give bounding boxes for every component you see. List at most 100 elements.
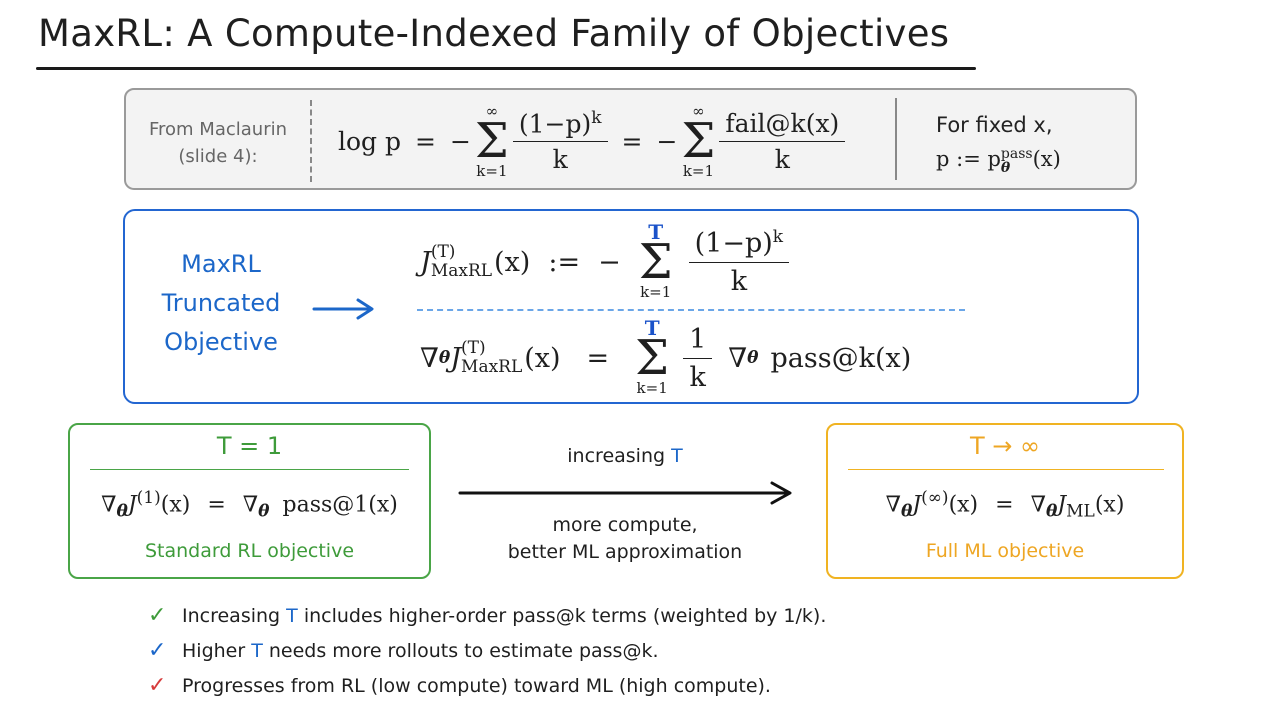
equals-sign: = — [415, 126, 436, 156]
bullet-prefix: Higher — [182, 639, 246, 662]
frac-denominator: k — [688, 262, 790, 297]
theta-subscript: θ — [438, 348, 451, 368]
t-equals-1-box — [68, 423, 431, 579]
maxrl-truncated-label: MaxRL Truncated Objective — [140, 245, 302, 362]
maxrl-objective-box — [123, 209, 1139, 404]
t-equals-1-heading: T = 1 — [216, 432, 283, 460]
sum-upper-limit: ∞ — [485, 102, 499, 120]
bullet-text: includes higher-order pass@k terms (weig… — [303, 604, 827, 627]
maxrl-definition-equation: J (T) MaxRL (x) := − T Σ k=1 (1−p)k k — [420, 220, 790, 302]
maxrl-label-line3: Objective — [164, 328, 278, 356]
t-highlight: T — [251, 639, 263, 662]
frac2-numerator: fail@k(x) — [725, 108, 840, 138]
green-divider — [90, 469, 409, 470]
t-highlight: T — [286, 604, 298, 627]
J-symbol: J — [420, 246, 431, 278]
theta-subscript-2: θ — [1045, 501, 1058, 522]
equals-sign: = — [207, 492, 226, 518]
maclaurin-note: From Maclaurin (slide 4): — [132, 116, 304, 170]
one-superscript: (1) — [136, 488, 161, 508]
sum-lower-limit: k=1 — [636, 379, 668, 397]
assign-sign: := — [548, 246, 581, 278]
increasing-text: increasing — [567, 445, 666, 467]
frac2-denominator: k — [719, 140, 846, 174]
frac-numerator: 1 — [689, 323, 707, 355]
frac-numerator: (1−p) — [694, 228, 773, 259]
bullet-text: Progresses from RL (low compute) toward … — [182, 674, 771, 697]
truncated-sum: T Σ k=1 — [638, 220, 673, 301]
sum-lower-limit: k=1 — [640, 283, 672, 301]
t-infinity-heading: T → ∞ — [969, 432, 1041, 460]
more-compute-caption: more compute, better ML approximation — [460, 512, 790, 566]
full-ml-caption: Full ML objective — [925, 540, 1085, 562]
fraction-one-over-k: 1 k — [683, 323, 713, 393]
equals-sign: = — [995, 492, 1014, 518]
dashed-separator — [310, 100, 312, 182]
t-highlight: T — [671, 445, 683, 467]
pass-superscript: pass — [1000, 145, 1033, 162]
checkmark-icon: ✓ — [148, 603, 167, 628]
frac-denominator: k — [683, 357, 713, 393]
solid-separator — [895, 98, 897, 180]
maclaurin-note-line1: From Maclaurin — [148, 119, 288, 140]
truncated-sum: T Σ k=1 — [635, 316, 670, 397]
bullet-progresses: ✓ Progresses from RL (low compute) towar… — [148, 673, 771, 698]
x-argument: (x) — [160, 492, 191, 518]
fixed-x-line1: For fixed x, — [936, 113, 1053, 137]
J-symbol-2: J — [1057, 492, 1067, 518]
t-infinity-box — [826, 423, 1184, 579]
minus-sign-2: − — [656, 126, 678, 156]
nabla-symbol: ∇ — [885, 492, 901, 518]
bullet-increasing-t: ✓ Increasing T includes higher-order pas… — [148, 603, 826, 628]
increasing-t-label: increasing T — [460, 445, 790, 467]
maxrl-label-line1: MaxRL — [181, 250, 261, 278]
frac-numerator: (1−p) — [518, 109, 592, 139]
x-argument: (x) — [1032, 147, 1061, 171]
log-p: log p — [338, 126, 402, 156]
maclaurin-equation: log p = − ∞ Σ k=1 (1−p)k k = − ∞ Σ k=1 f… — [338, 100, 846, 182]
sum-upper-T: T — [648, 220, 664, 244]
right-arrow-icon — [312, 298, 374, 320]
T-superscript: (T) — [461, 338, 486, 358]
slide-title: MaxRL: A Compute-Indexed Family of Objec… — [38, 12, 950, 55]
frac-exponent: k — [591, 107, 602, 128]
bullet-prefix: Increasing — [182, 604, 281, 627]
sum-upper-limit-2: ∞ — [692, 102, 705, 120]
standard-rl-caption: Standard RL objective — [144, 540, 355, 562]
sum-lower-limit-2: k=1 — [682, 162, 715, 180]
maclaurin-note-line2: (slide 4): — [178, 146, 258, 167]
checkmark-icon: ✓ — [148, 638, 167, 663]
sum-upper-T: T — [644, 316, 660, 340]
theta-subscript: θ — [900, 501, 913, 522]
title-underline — [36, 67, 976, 70]
x-argument: (x) — [524, 342, 561, 374]
minus-sign: − — [598, 246, 621, 278]
maxrl-subscript: MaxRL — [461, 357, 523, 377]
bullet-higher-t: ✓ Higher T needs more rollouts to estima… — [148, 638, 659, 663]
long-right-arrow-icon — [458, 481, 792, 505]
ml-gradient-equation: ∇θJ(∞)(x) = ∇θJML(x) — [826, 488, 1184, 522]
maxrl-subscript: MaxRL — [430, 261, 493, 281]
nabla-symbol: ∇ — [101, 492, 117, 518]
rl-gradient-equation: ∇θJ(1)(x) = ∇θ pass@1(x) — [68, 488, 431, 522]
nabla-symbol-2: ∇ — [1030, 492, 1046, 518]
infinity-superscript: (∞) — [921, 488, 949, 508]
x-argument: (x) — [948, 492, 979, 518]
fraction-fail-at-k: fail@k(x) k — [719, 108, 846, 174]
orange-divider — [848, 469, 1164, 470]
nabla-symbol-2: ∇ — [242, 492, 259, 518]
minus-sign: − — [449, 126, 471, 156]
theta-subscript-2: θ — [258, 501, 270, 522]
J-symbol: J — [127, 492, 137, 518]
pass-at-k-term: pass@k(x) — [770, 342, 912, 374]
T-superscript: (T) — [430, 242, 456, 262]
sum-symbol: ∞ Σ k=1 — [474, 102, 509, 180]
nabla-symbol: ∇ — [420, 342, 439, 374]
theta-subscript-2: θ — [747, 348, 759, 368]
equals-sign: = — [586, 342, 610, 374]
x-argument-2: (x) — [1094, 492, 1125, 518]
maxrl-label-line2: Truncated — [161, 289, 281, 317]
checkmark-icon: ✓ — [148, 673, 167, 698]
